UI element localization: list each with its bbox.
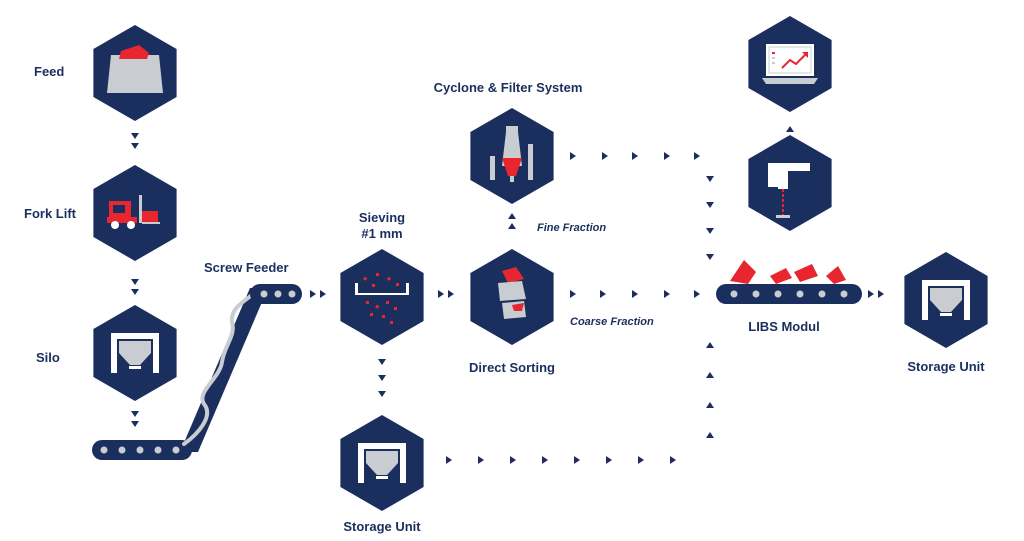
sieving-node: [340, 249, 424, 345]
label-cyclone-filter: Cyclone & Filter System: [434, 80, 583, 95]
sorting-icon: [498, 267, 526, 319]
label-storage-right: Storage Unit: [907, 359, 985, 374]
label-silo: Silo: [36, 350, 60, 365]
screw-feeder: [180, 284, 302, 452]
label-sieving-size: #1 mm: [361, 226, 402, 241]
libs-node: [748, 135, 832, 231]
label-fine-fraction: Fine Fraction: [537, 222, 606, 234]
cyclone-node: [470, 108, 554, 204]
forklift-icon: [107, 195, 160, 229]
silo-conveyor: [92, 440, 192, 460]
storage-bottom-node: [340, 415, 424, 511]
feed-node: [93, 25, 177, 121]
label-sieving: Sieving: [359, 210, 405, 225]
label-direct-sorting: Direct Sorting: [469, 360, 555, 375]
laser-icon: [768, 163, 810, 218]
monitor-node: [748, 16, 832, 112]
libs-conveyor: [716, 260, 862, 304]
direct-sorting-node: [470, 249, 554, 345]
label-fork-lift: Fork Lift: [24, 206, 77, 221]
label-coarse-fraction: Coarse Fraction: [570, 316, 654, 328]
forklift-node: [93, 165, 177, 261]
label-screw-feeder: Screw Feeder: [204, 260, 289, 275]
label-libs-modul: LIBS Modul: [748, 319, 820, 334]
feed-bin-icon: [107, 45, 163, 93]
monitor-chart-icon: [762, 44, 818, 84]
label-feed: Feed: [34, 64, 64, 79]
cyclone-icon: [490, 126, 533, 182]
storage-right-node: [904, 252, 988, 348]
label-storage-bottom: Storage Unit: [343, 519, 421, 534]
silo-node: [93, 305, 177, 401]
sieve-icon: [355, 273, 409, 324]
